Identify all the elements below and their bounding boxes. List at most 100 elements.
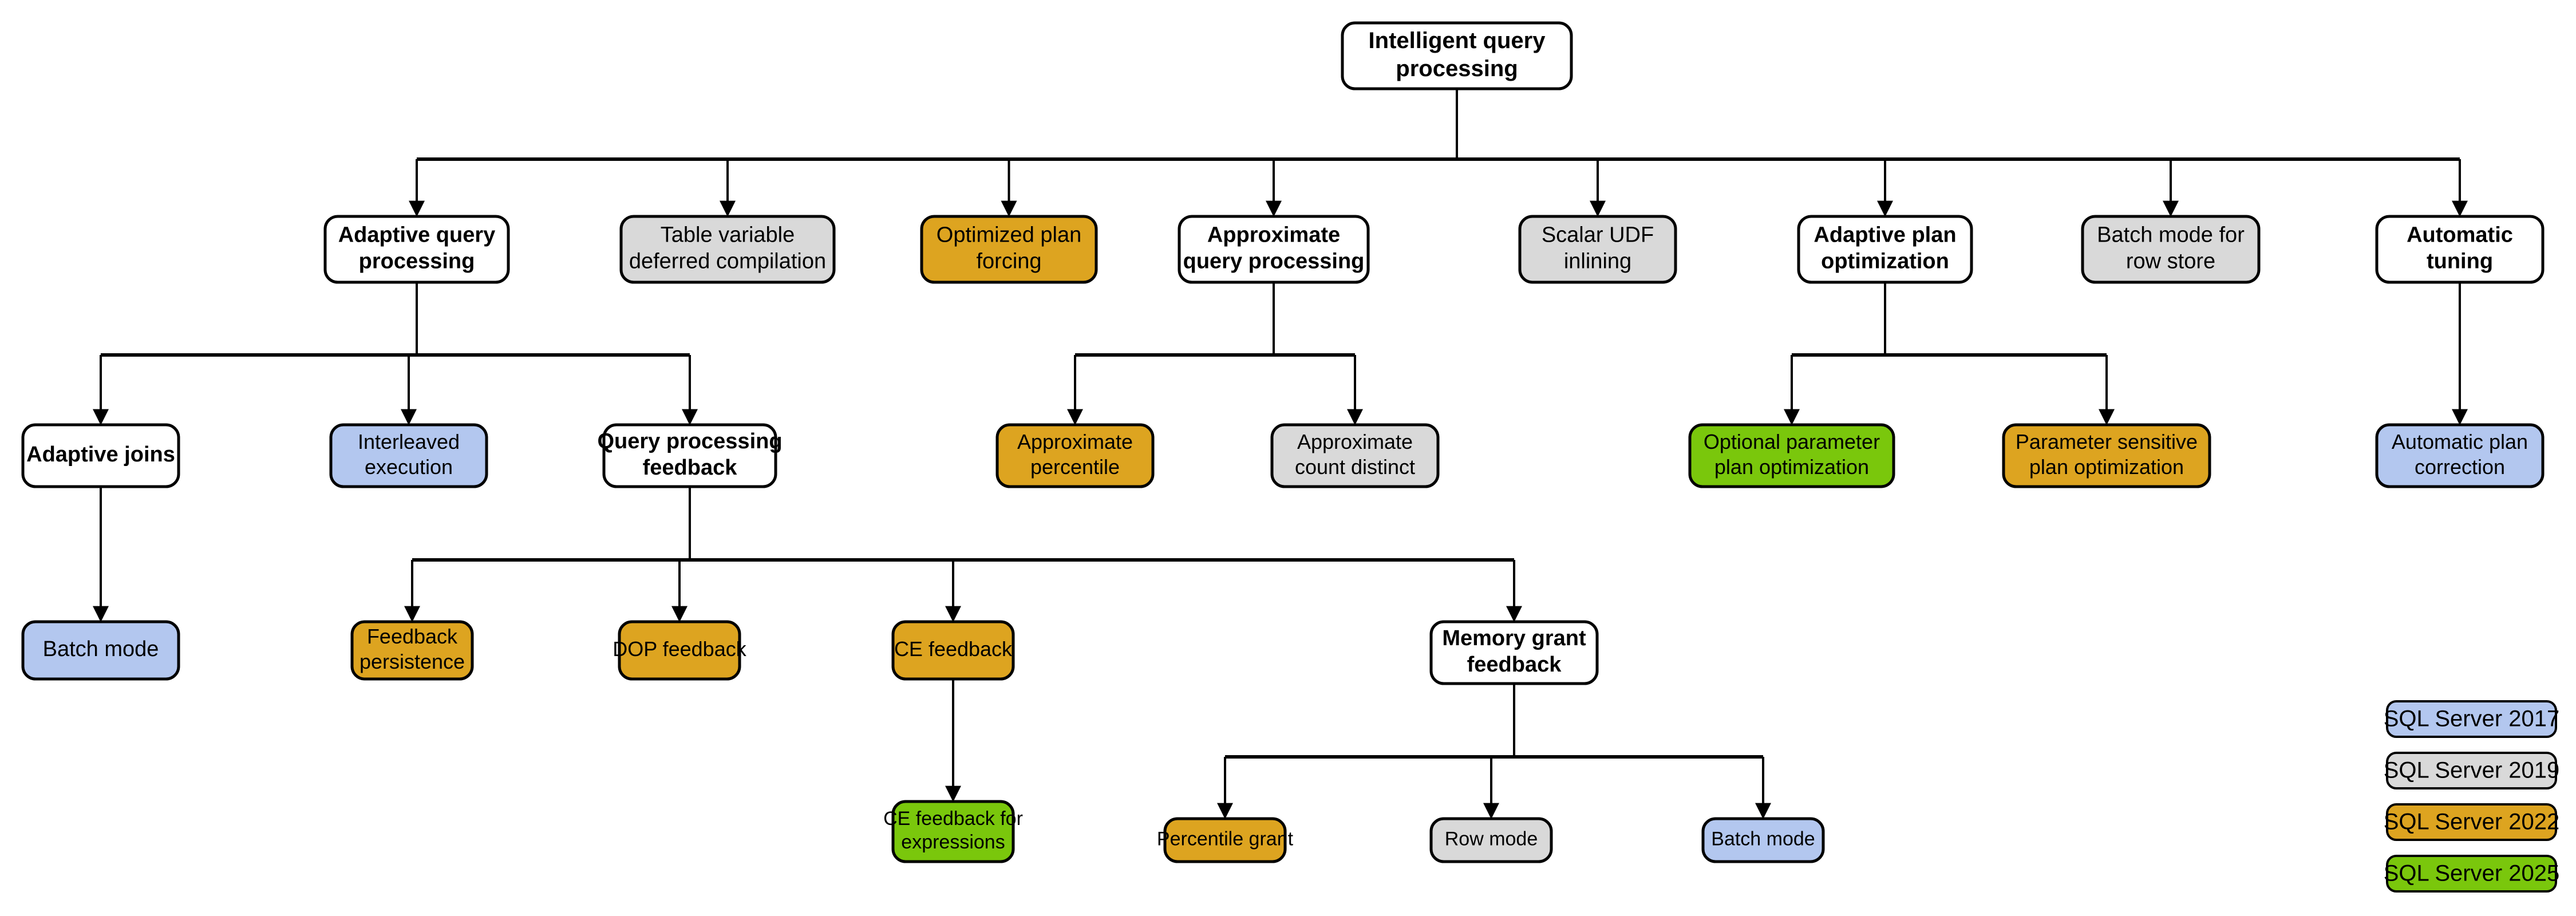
node-box[interactable] bbox=[1341, 21, 1573, 90]
node-box[interactable] bbox=[1178, 215, 1370, 284]
node-label: Batch mode bbox=[1711, 828, 1815, 850]
node-box[interactable] bbox=[1163, 817, 1287, 863]
legend-label: SQL Server 2025 bbox=[2384, 861, 2560, 886]
node-box[interactable] bbox=[350, 620, 474, 681]
node-box[interactable] bbox=[2002, 423, 2211, 488]
node-label: Adaptive joins bbox=[26, 443, 175, 467]
node-box[interactable] bbox=[323, 215, 510, 284]
node-label: CE feedback bbox=[894, 637, 1013, 661]
node-dop-feedback[interactable]: DOP feedback bbox=[613, 620, 747, 681]
edge-group-apq bbox=[1067, 282, 1363, 425]
legend-label: SQL Server 2019 bbox=[2384, 758, 2560, 783]
node-label: Batch mode bbox=[43, 637, 159, 661]
node-box[interactable] bbox=[1688, 423, 1895, 488]
legend-item-sql-server-2025: SQL Server 2025 bbox=[2384, 855, 2560, 893]
node-box[interactable] bbox=[21, 423, 180, 488]
edge-group-mgf bbox=[1217, 684, 1771, 819]
node-box[interactable] bbox=[619, 215, 836, 284]
edge-group-aqp bbox=[93, 282, 698, 425]
node-box[interactable] bbox=[602, 423, 777, 488]
node-box[interactable] bbox=[618, 620, 741, 681]
edge-group-apo bbox=[1784, 282, 2115, 425]
legend-item-sql-server-2019: SQL Server 2019 bbox=[2384, 752, 2560, 789]
node-batch-mode[interactable]: Batch mode bbox=[1701, 817, 1825, 863]
node-batch-mode[interactable]: Batch mode bbox=[21, 620, 180, 681]
node-box[interactable] bbox=[2375, 215, 2545, 284]
node-label: Row mode bbox=[1445, 828, 1538, 850]
node-box[interactable] bbox=[1270, 423, 1440, 488]
legend-swatch bbox=[2386, 855, 2557, 893]
node-box[interactable] bbox=[21, 620, 180, 681]
edge-group-root bbox=[409, 89, 2468, 217]
node-box[interactable] bbox=[1429, 620, 1599, 685]
node-adaptive-joins[interactable]: Adaptive joins bbox=[21, 423, 180, 488]
node-box[interactable] bbox=[2375, 423, 2545, 488]
node-box[interactable] bbox=[329, 423, 488, 488]
node-box[interactable] bbox=[1429, 817, 1553, 863]
edge-group-qpf bbox=[404, 487, 1522, 622]
node-label: Percentile grant bbox=[1157, 828, 1294, 850]
legend-swatch bbox=[2386, 803, 2557, 841]
legend-swatch bbox=[2386, 700, 2557, 738]
legend-label: SQL Server 2022 bbox=[2384, 810, 2560, 835]
node-box[interactable] bbox=[995, 423, 1155, 488]
node-percentile-grant[interactable]: Percentile grant bbox=[1157, 817, 1294, 863]
node-box[interactable] bbox=[2081, 215, 2261, 284]
legend-item-sql-server-2017: SQL Server 2017 bbox=[2384, 700, 2560, 738]
node-box[interactable] bbox=[891, 620, 1015, 681]
legend-item-sql-server-2022: SQL Server 2022 bbox=[2384, 803, 2560, 841]
legend-swatch bbox=[2386, 752, 2557, 789]
node-label: DOP feedback bbox=[613, 637, 746, 661]
node-box[interactable] bbox=[1518, 215, 1677, 284]
node-box[interactable] bbox=[920, 215, 1098, 284]
node-box[interactable] bbox=[891, 800, 1015, 863]
node-row-mode[interactable]: Row mode bbox=[1429, 817, 1553, 863]
legend-label: SQL Server 2017 bbox=[2384, 706, 2560, 732]
node-box[interactable] bbox=[1797, 215, 1973, 284]
node-box[interactable] bbox=[1701, 817, 1825, 863]
node-ce-feedback[interactable]: CE feedback bbox=[891, 620, 1015, 681]
